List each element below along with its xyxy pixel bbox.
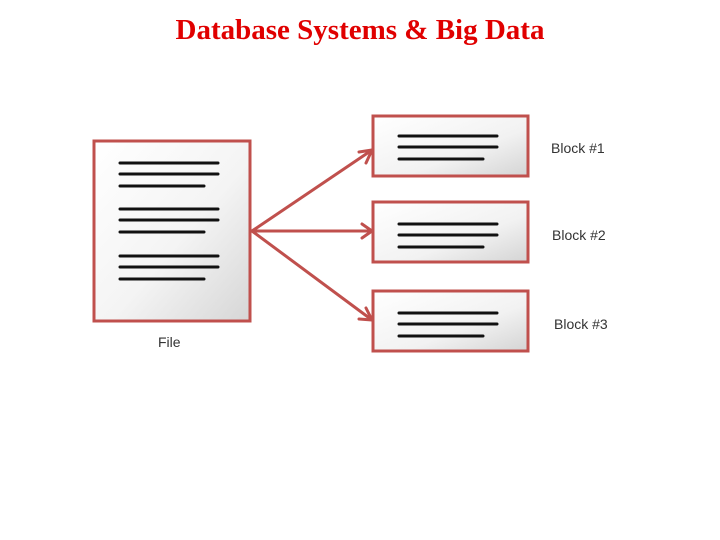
block-2-text-lines — [397, 222, 499, 249]
slide-title: Database Systems & Big Data — [175, 14, 545, 46]
block-3-text-lines — [397, 311, 499, 338]
file-label: File — [158, 334, 181, 350]
block-1-text-lines — [397, 134, 499, 161]
block-2-box — [371, 200, 530, 264]
block-3 — [371, 289, 530, 353]
file-text-lines — [118, 161, 220, 281]
arrow-to-block-1 — [250, 148, 374, 233]
block-3-box — [371, 289, 530, 353]
block-3-label: Block #3 — [554, 316, 608, 332]
block-2-label: Block #2 — [552, 227, 606, 243]
arrow-to-block-3 — [250, 229, 374, 322]
block-1-label: Block #1 — [551, 140, 605, 156]
file-document — [92, 139, 252, 323]
block-2 — [371, 200, 530, 264]
arrows — [250, 148, 374, 322]
block-1 — [371, 114, 530, 178]
